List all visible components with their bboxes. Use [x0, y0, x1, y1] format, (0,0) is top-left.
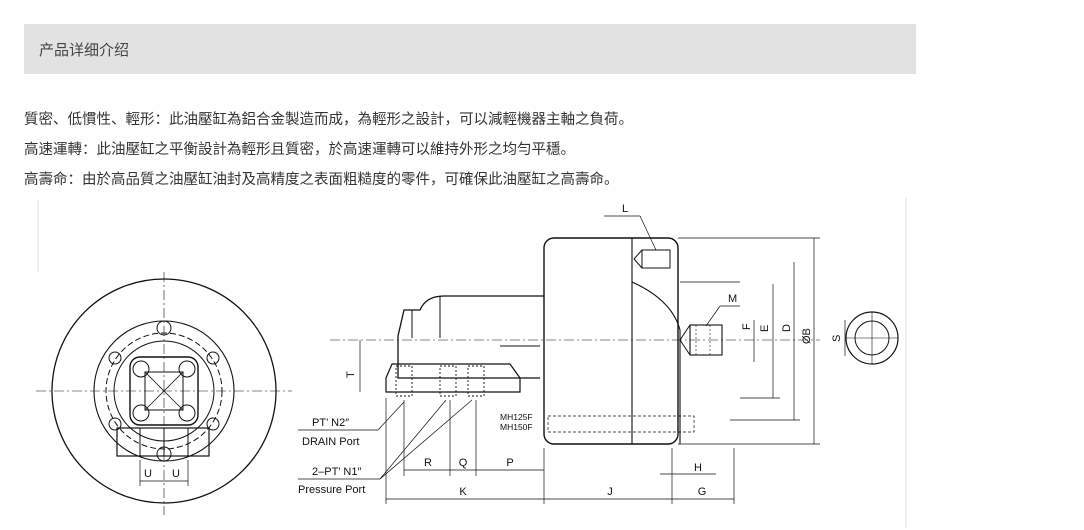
technical-drawing: U U — [0, 196, 1084, 530]
section-header: 产品详细介绍 — [24, 24, 916, 74]
dim-t: T — [345, 371, 357, 378]
dim-h: H — [694, 462, 702, 474]
feature-line-1: 質密、低慣性、輕形：此油壓缸為鋁合金製造而成，為輕形之設計，可以減輕機器主軸之負… — [24, 112, 633, 128]
dim-k: K — [459, 486, 467, 498]
model-label-1: MH125F — [500, 412, 533, 422]
feature-line-2: 高速運轉：此油壓缸之平衡設計為輕形且質密，於高速運轉可以維持外形之均勻平穩。 — [24, 142, 575, 158]
product-description: 質密、低慣性、輕形：此油壓缸為鋁合金製造而成，為輕形之設計，可以減輕機器主軸之負… — [24, 108, 1064, 198]
cylinder-drawing-svg: U U — [36, 198, 907, 528]
dim-e: E — [759, 325, 771, 332]
drain-port-spec: PT’ N2″ — [312, 417, 349, 429]
section-title: 产品详细介绍 — [39, 40, 130, 59]
pressure-port-spec: 2–PT’ N1″ — [312, 466, 361, 478]
dim-r: R — [424, 457, 432, 469]
dim-p: P — [506, 457, 513, 469]
dim-l: L — [622, 203, 628, 215]
dim-u-left: U — [144, 468, 152, 480]
dim-m: M — [728, 293, 737, 305]
vertical-dimensions — [359, 237, 846, 445]
dim-f: F — [741, 323, 753, 330]
dim-s: S — [831, 335, 843, 342]
dim-j: J — [607, 486, 613, 498]
horizontal-dimensions — [385, 398, 735, 504]
side-view — [330, 237, 899, 445]
dim-q: Q — [459, 457, 468, 469]
pressure-port-name: Pressure Port — [298, 484, 365, 496]
dim-b: ØB — [801, 328, 813, 344]
dim-d: D — [781, 324, 793, 332]
dim-g: G — [698, 486, 707, 498]
leader-lines — [604, 215, 740, 327]
feature-line-3: 高壽命：由於高品質之油壓缸油封及高精度之表面粗糙度的零件，可確保此油壓缸之高壽命… — [24, 172, 619, 188]
drain-port-name: DRAIN Port — [302, 436, 359, 448]
front-view — [36, 272, 292, 515]
dim-u-right: U — [172, 468, 180, 480]
port-leaders — [298, 399, 473, 480]
model-label-2: MH150F — [500, 422, 533, 432]
